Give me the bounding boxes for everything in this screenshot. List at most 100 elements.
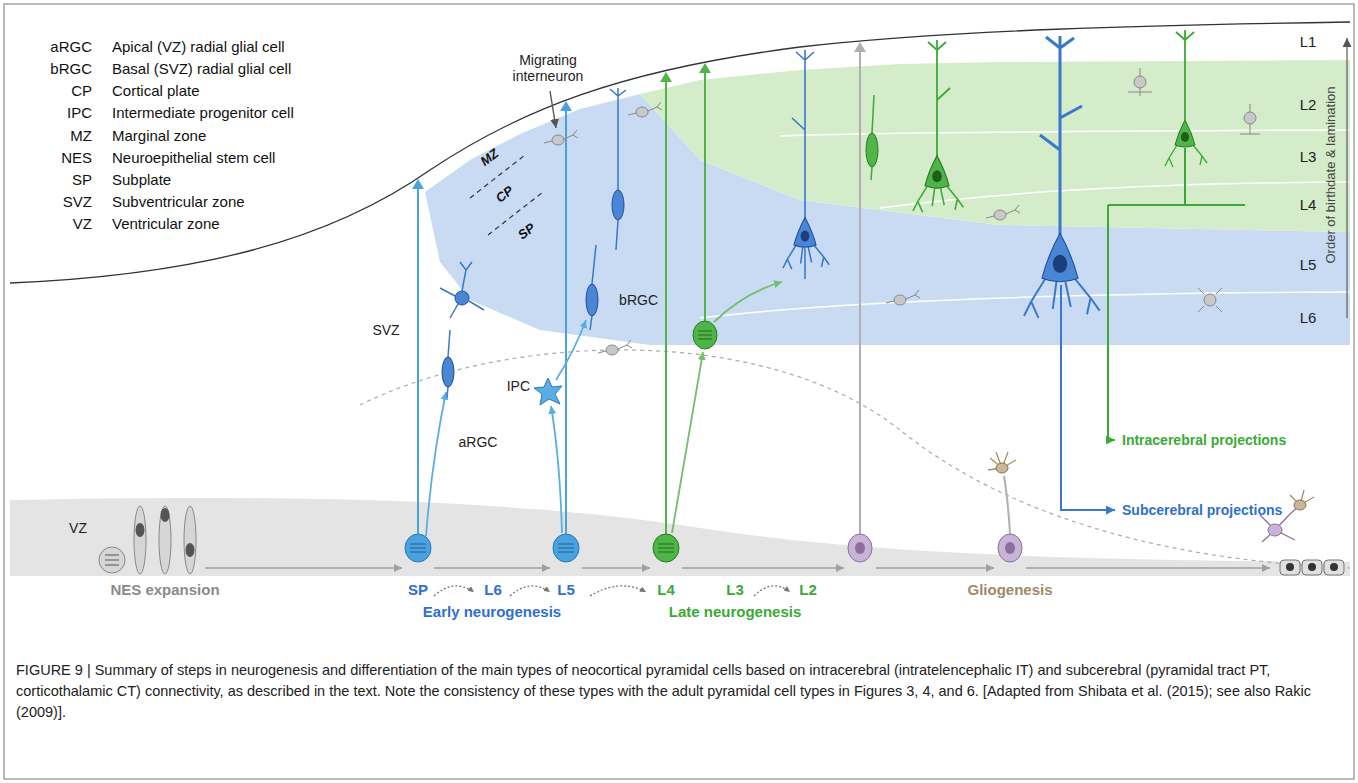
neuroepithelial-cell bbox=[186, 543, 195, 557]
figure-frame bbox=[4, 4, 1354, 779]
interneuron bbox=[1198, 288, 1222, 312]
stage-label: Late neurogenesis bbox=[669, 603, 802, 620]
interneuron bbox=[1128, 68, 1152, 96]
pial-surface bbox=[10, 22, 1350, 283]
label-anchor: L2 bbox=[799, 581, 817, 598]
radial-glia bbox=[410, 544, 426, 552]
label-anchor: CP bbox=[71, 82, 92, 99]
abbreviation: bRGC bbox=[50, 60, 92, 77]
label-anchor: Marginal zone bbox=[112, 127, 206, 144]
early-neuron bbox=[586, 284, 598, 316]
interneuron bbox=[1204, 294, 1216, 306]
early-neuron bbox=[440, 262, 484, 318]
ependymal-cell bbox=[1324, 560, 1344, 575]
interneuron-arrow bbox=[550, 91, 556, 128]
abbreviation-definition: Subplate bbox=[112, 171, 171, 188]
early-neuron bbox=[440, 36, 1115, 510]
cell-label: bRGC bbox=[619, 292, 658, 308]
lamination-arrow bbox=[1346, 38, 1348, 318]
radial-glia bbox=[1268, 524, 1282, 536]
label-anchor: L3 bbox=[1300, 148, 1317, 165]
sequence-arrow bbox=[754, 586, 790, 596]
interneuron bbox=[544, 130, 578, 145]
interneuron bbox=[628, 102, 662, 117]
neuroepithelial-cell bbox=[161, 508, 170, 522]
interneuron bbox=[544, 68, 1260, 355]
radial-glia bbox=[405, 534, 431, 562]
radial-glia bbox=[560, 101, 572, 111]
migration-arrow bbox=[556, 320, 586, 380]
ependymal-cell bbox=[1286, 563, 1294, 571]
ependymal-cell bbox=[1308, 563, 1316, 571]
radial-glia bbox=[1004, 476, 1010, 534]
caption-box: FIGURE 9 | Summary of steps in neurogene… bbox=[16, 660, 1342, 723]
svz-boundary bbox=[360, 350, 1350, 568]
early-neuron bbox=[801, 231, 810, 242]
cortical-layer-band bbox=[640, 60, 1350, 232]
projection-label: Subcerebral projections bbox=[1122, 502, 1282, 518]
label-anchor: MZ bbox=[70, 127, 92, 144]
layer-label: L3 bbox=[1300, 148, 1317, 165]
stage-label: SP bbox=[408, 581, 428, 598]
label-anchor: NES bbox=[61, 149, 92, 166]
label-anchor: NES expansion bbox=[110, 581, 219, 598]
layer-label: L2 bbox=[1300, 96, 1317, 113]
abbreviation-definition: Neuroepithelial stem cell bbox=[112, 149, 275, 166]
neuroepithelial-cell bbox=[184, 506, 196, 574]
layer-label: L1 bbox=[1300, 33, 1317, 50]
abbreviation: IPC bbox=[67, 104, 92, 121]
migration-arrow bbox=[714, 282, 782, 322]
lineage-arrow bbox=[876, 567, 994, 569]
label-anchor: Intracerebral projections bbox=[1122, 432, 1286, 448]
label-anchor: L3 bbox=[726, 581, 744, 598]
label-anchor: aRGC bbox=[50, 38, 92, 55]
early-neuron bbox=[1061, 285, 1115, 510]
label-anchor: Subventricular zone bbox=[112, 193, 245, 210]
late-neuron bbox=[1108, 205, 1115, 440]
label-anchor: aRGC bbox=[459, 434, 498, 450]
label-anchor: Ventricular zone bbox=[112, 215, 220, 232]
lineage-arrow bbox=[205, 567, 1270, 569]
stage-label: L5 bbox=[557, 581, 575, 598]
label-anchor: VZ bbox=[73, 215, 92, 232]
interneuron bbox=[894, 295, 906, 305]
layer-label: L6 bbox=[1300, 309, 1317, 326]
neuroepithelial-cell bbox=[105, 555, 119, 565]
lamination-arrow bbox=[1347, 38, 1348, 318]
svz-boundary bbox=[360, 350, 1350, 568]
interneuron bbox=[606, 345, 618, 355]
lineage-arrow bbox=[682, 567, 844, 569]
abbreviation: SP bbox=[72, 171, 92, 188]
layer-label: L4 bbox=[1300, 196, 1317, 213]
radial-glia bbox=[412, 179, 424, 189]
radial-glia bbox=[405, 42, 1314, 562]
label-anchor: Migrating interneuron bbox=[498, 52, 598, 84]
late-neuron bbox=[1181, 132, 1189, 142]
cortical-layer-band bbox=[425, 60, 1350, 345]
neuroepithelial-cell bbox=[159, 506, 171, 574]
ependymal-cell bbox=[1330, 563, 1338, 571]
late-neuron bbox=[913, 186, 963, 212]
abbreviation: SVZ bbox=[63, 193, 92, 210]
interneuron bbox=[598, 340, 632, 355]
axis-label: Order of birthdate & lamination bbox=[1324, 86, 1339, 263]
label-anchor: L4 bbox=[1300, 196, 1317, 213]
abbreviation: MZ bbox=[70, 127, 92, 144]
abbreviation: VZ bbox=[73, 215, 92, 232]
radial-glia bbox=[558, 544, 574, 552]
figure-caption: FIGURE 9 | Summary of steps in neurogene… bbox=[16, 660, 1342, 723]
late-neuron bbox=[932, 170, 942, 182]
late-neuron bbox=[913, 156, 963, 212]
early-neuron bbox=[1024, 233, 1100, 318]
label-anchor: Neuroepithelial stem cell bbox=[112, 149, 275, 166]
late-neuron bbox=[1165, 120, 1207, 167]
cortical-layer-band bbox=[780, 130, 1350, 136]
radial-glia bbox=[859, 46, 861, 534]
zone-boundary bbox=[470, 155, 543, 235]
label-anchor: SVZ bbox=[372, 322, 399, 338]
neuroepithelial-cell bbox=[136, 523, 145, 537]
early-neuron bbox=[612, 190, 624, 220]
radial-glia bbox=[565, 104, 567, 534]
label-anchor: L6 bbox=[1300, 309, 1317, 326]
label-anchor: Apical (VZ) radial glial cell bbox=[112, 38, 285, 55]
